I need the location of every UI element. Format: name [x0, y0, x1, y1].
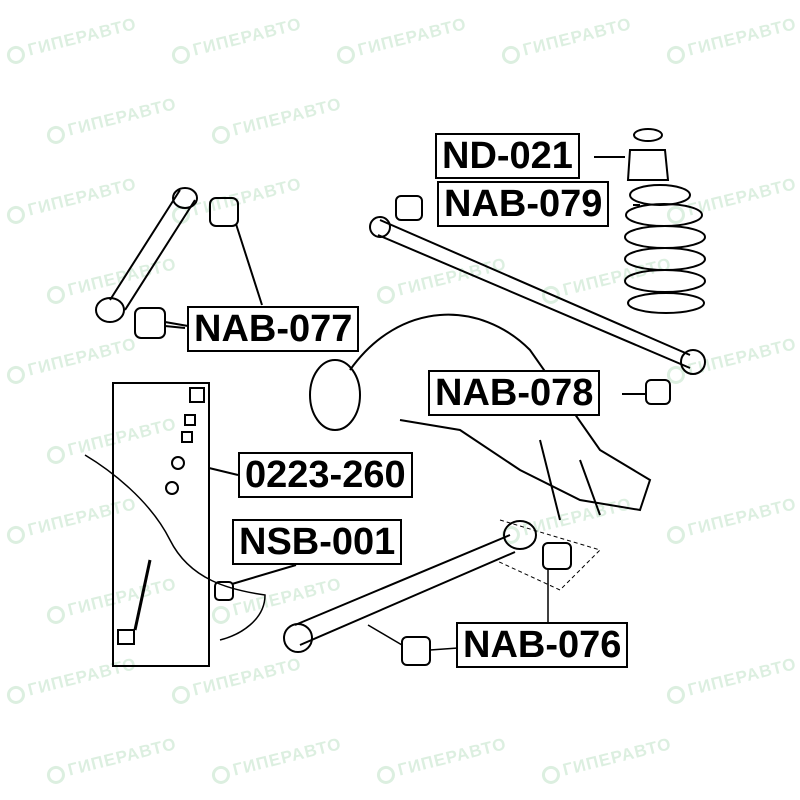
lateral-rod-drawing	[369, 195, 706, 405]
leader-lines	[164, 156, 646, 395]
axle-housing-drawing	[309, 313, 652, 521]
part-label-nab-076[interactable]: NAB-076	[456, 622, 629, 668]
part-label-nsb-001[interactable]: NSB-001	[232, 519, 403, 565]
stabilizer-group-drawing	[84, 382, 297, 667]
coil-spring-drawing	[624, 128, 706, 314]
part-label-nab-077[interactable]: NAB-077	[187, 306, 360, 352]
part-label-nab-079[interactable]: NAB-079	[437, 181, 610, 227]
part-label-0223-260[interactable]: 0223-260	[238, 452, 413, 498]
part-label-nd-021[interactable]: ND-021	[435, 133, 580, 179]
lower-arm-drawing	[283, 519, 601, 666]
upper-arm-drawing	[95, 187, 263, 339]
part-label-nab-078[interactable]: NAB-078	[428, 370, 601, 416]
